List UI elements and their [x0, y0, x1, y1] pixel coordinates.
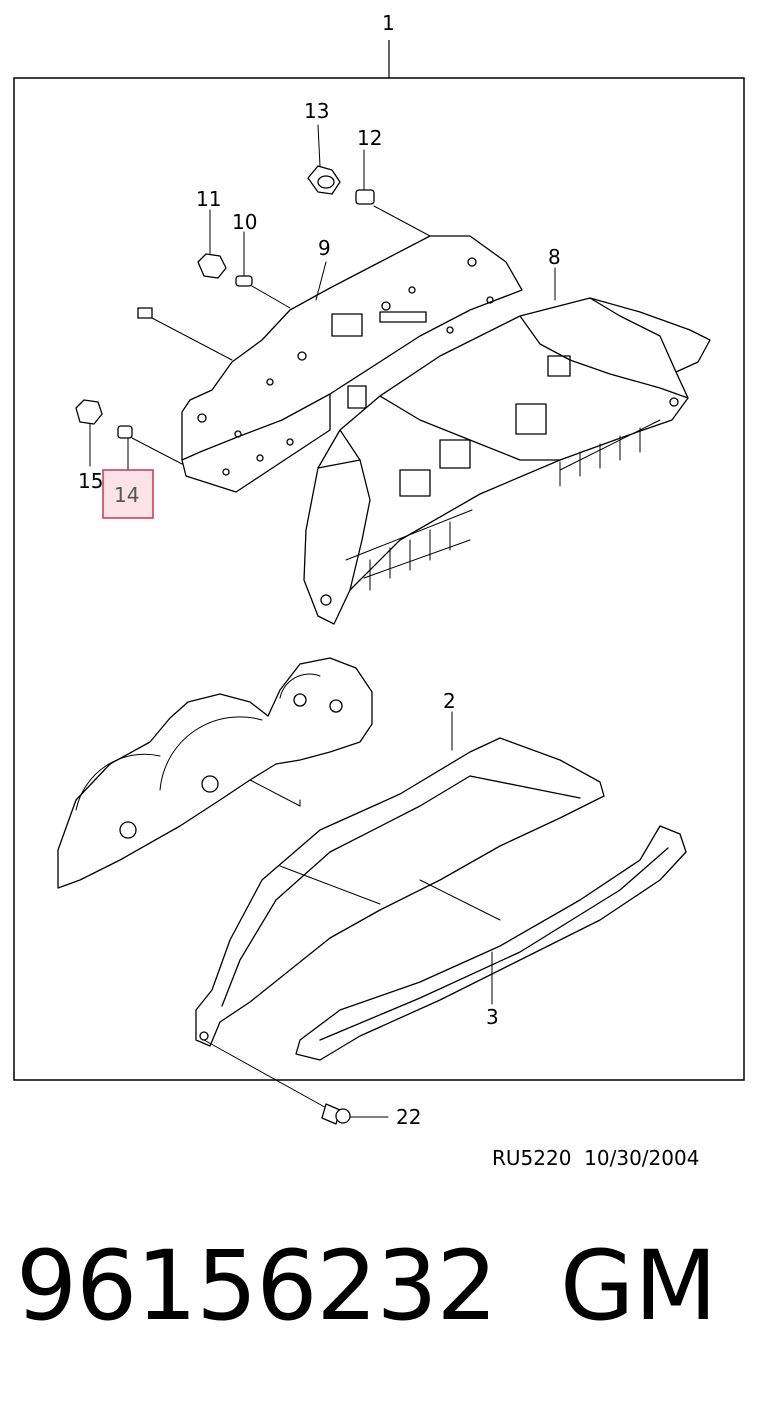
part-12-bulb [355, 149, 431, 237]
callout-3: 3 [486, 1005, 499, 1029]
part-11-socket [197, 209, 227, 279]
screw-part [137, 307, 233, 361]
diagram-frame [13, 77, 745, 1081]
part-13-bulb-socket [307, 124, 341, 195]
callout-13: 13 [304, 99, 329, 123]
drawing-date: 10/30/2004 [584, 1146, 700, 1170]
callout-1: 1 [382, 11, 395, 35]
callout-11: 11 [196, 187, 221, 211]
callout-14: 14 [114, 483, 139, 507]
part-2-bezel [195, 711, 605, 1047]
callout-22: 22 [396, 1105, 421, 1129]
callout-2: 2 [443, 689, 456, 713]
part-14-bulb [117, 425, 183, 471]
part-10-bulb [235, 231, 291, 309]
drawing-code: RU5220 [492, 1146, 572, 1170]
callout-8: 8 [548, 245, 561, 269]
part-15-socket [75, 399, 103, 467]
dial-face-gauges [57, 657, 373, 889]
callout-9: 9 [318, 236, 331, 260]
callout-15: 15 [78, 469, 103, 493]
part-3-lens [295, 825, 687, 1061]
part-9-circuit-board [181, 235, 523, 493]
highlight-box-14 [102, 469, 154, 519]
part-number: 96156232 [16, 1230, 498, 1342]
part-8-cluster-housing [303, 267, 711, 625]
callout-12: 12 [357, 126, 382, 150]
part-22-screw [203, 1039, 389, 1125]
drawing-reference: RU5220 10/30/2004 [492, 1146, 699, 1170]
callout-10: 10 [232, 210, 257, 234]
brand-name: GM [560, 1230, 718, 1342]
